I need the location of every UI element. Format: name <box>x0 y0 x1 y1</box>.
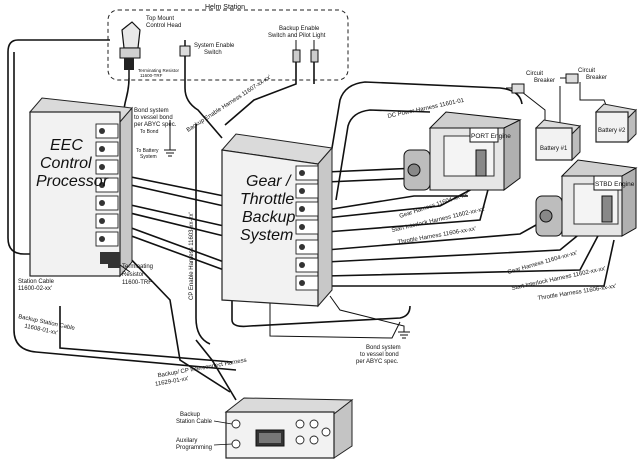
cp-enable-harness-label: CP Enable Harness 11603-xx-xx' <box>189 212 195 300</box>
helm-station-title: Helm Station <box>205 4 245 11</box>
eec-bond-label: Bond system to vessel bond per ABYC spec… <box>134 108 177 128</box>
ground-symbol-icon <box>398 331 410 339</box>
breaker2-label: Circuit Breaker <box>578 68 607 81</box>
eec-connectors <box>95 123 119 247</box>
port-engine-label: PORT Engine <box>471 133 511 140</box>
battery-1-label: Battery #1 <box>540 146 568 152</box>
backup-enable-harness-label: Backup Enable Harness 11607-xx-xx' <box>186 74 273 133</box>
stbd-gear-harness-label: Gear Harness 11604-xx-xx' <box>507 250 578 276</box>
circuit-breaker-icon <box>506 83 525 94</box>
backup-station-cable-label: Backup Station Cable 11608-01-xx' <box>16 314 77 340</box>
system-enable-switch-icon <box>179 40 191 57</box>
battery-2-icon <box>594 103 638 144</box>
gear-title: Gear / Throttle Backup System <box>240 173 300 244</box>
eec-station-cable-label: Station Cable 11600-02-xx' <box>18 279 56 292</box>
gear-bond-label: Bond system to vessel bond per ABYC spec… <box>356 345 402 365</box>
stbd-engine-icon <box>535 159 638 237</box>
port-engine-icon <box>403 111 522 191</box>
eec-to-bond: To Bond <box>140 129 159 135</box>
backup-station-panel <box>224 397 354 459</box>
gear-throttle-backup-system <box>221 133 333 308</box>
system-enable-label: System Enable Switch <box>194 43 236 56</box>
battery-2-label: Battery #2 <box>598 128 626 134</box>
eec-control-processor <box>29 97 133 278</box>
backup-enable-switch-icon <box>292 40 319 63</box>
terminating-resistor-icon <box>108 262 131 273</box>
backup-panel-station-cable-label: Backup Station Cable <box>176 412 213 425</box>
helm-terminating-resistor-label: Terminating Resistor 11600-TRF <box>138 68 180 78</box>
harness-wires <box>7 39 615 401</box>
eec-title: EEC Control Processor <box>36 137 109 190</box>
circuit-breaker-icon <box>560 73 579 84</box>
breaker1-label: Circuit Breaker <box>526 71 555 84</box>
eec-terminating-resistor-label: Terminating Resistor 11600-TRF <box>122 264 155 286</box>
battery-1-icon <box>534 119 582 162</box>
control-head-icon <box>119 21 141 78</box>
backup-cp-interconnect-label: Backup/ CP Interconnect Harness 11629-01… <box>153 357 250 387</box>
eec-to-battery: To Battery System <box>136 148 160 160</box>
backup-enable-label: Backup Enable Switch and Pilot Light <box>268 26 326 39</box>
backup-panel-aux-programming-label: Auxilary Programming <box>176 438 212 451</box>
gear-box-connectors <box>295 165 319 291</box>
ground-symbol-icon <box>164 149 176 157</box>
control-head-label: Top Mount Control Head <box>146 16 181 29</box>
stbd-engine-label: STBD Engine <box>595 181 635 188</box>
helm-station-boundary <box>107 9 349 81</box>
